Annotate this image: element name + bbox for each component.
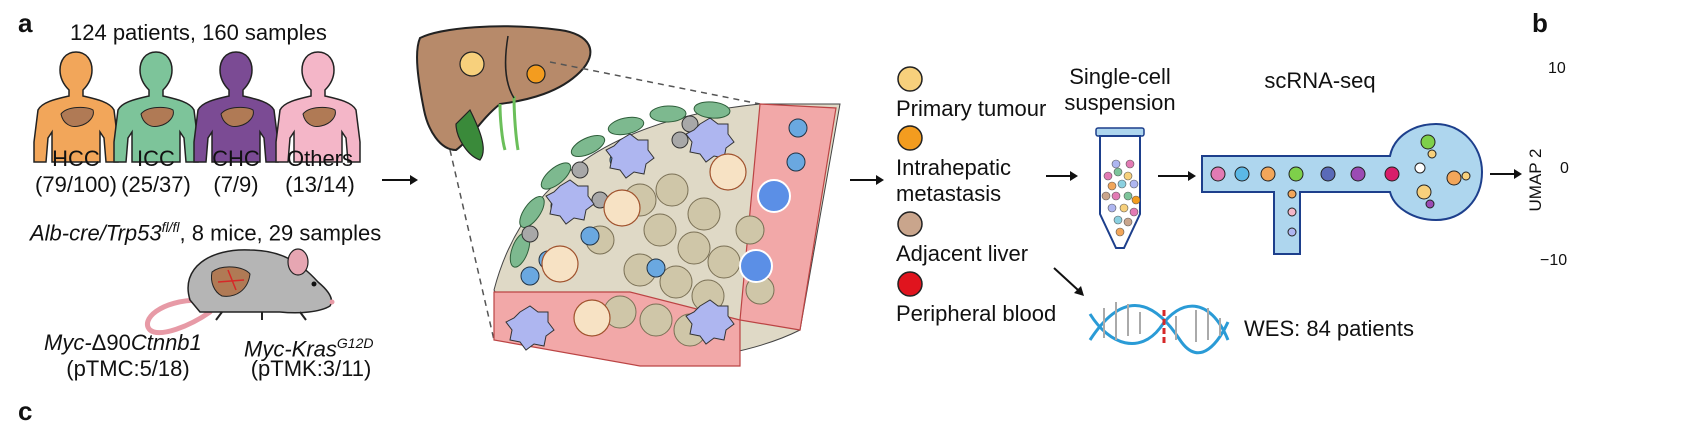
- umap-axis-label: UMAP 2: [1526, 148, 1545, 212]
- mouse-header-rest: , 8 mice, 29 samples: [179, 220, 382, 246]
- mouse-nose: [329, 299, 335, 305]
- suspension-label-line1: Single-cell: [1069, 64, 1171, 89]
- suspension-label-line2: suspension: [1064, 90, 1176, 115]
- cancer-name-icc: ICC: [137, 146, 175, 171]
- cancer-name-others: Others: [286, 146, 354, 171]
- model-pmtk-count: (pTMK:3/11): [250, 356, 372, 381]
- microfluidic-chip-icon: [1201, 122, 1484, 255]
- primary-tumour-icon: [459, 51, 485, 77]
- sample-label-metastasis-line1: Intrahepatic: [896, 155, 1011, 180]
- primary-tumour-dot: [897, 66, 923, 92]
- sample-label-adjacent-liver: Adjacent liver: [896, 241, 1029, 266]
- cancer-count-hcc: (79/100): [35, 172, 117, 197]
- model-pmtc-part-c: Ctnnb1: [130, 330, 202, 355]
- macrophage-cells: [505, 117, 735, 351]
- panel-a-letter: a: [18, 8, 33, 38]
- arrow-to-umap: [1490, 169, 1522, 179]
- umap-tick-bottom: −10: [1540, 252, 1568, 269]
- sample-label-primary-tumour: Primary tumour: [896, 96, 1047, 121]
- dna-icon: [1088, 302, 1230, 355]
- scrna-label: scRNA-seq: [1264, 68, 1376, 93]
- arrow-to-chip: [1158, 171, 1196, 181]
- arrow-to-wes: [1053, 267, 1084, 296]
- arrow-to-tissue: [382, 175, 418, 185]
- cancer-count-icc: (25/37): [121, 172, 191, 197]
- tube-icon: [1095, 127, 1145, 249]
- granulocyte-cells: [541, 153, 747, 337]
- arrow-to-tube: [1046, 171, 1078, 181]
- metastasis-icon: [526, 64, 546, 84]
- model-pmtk-sup: G12D: [336, 335, 374, 351]
- bottom-vessel: [493, 291, 741, 367]
- sample-label-metastasis-line2: metastasis: [896, 181, 1002, 206]
- mouse-genotype-sup: fl/fl: [161, 219, 180, 235]
- model-pmtc-part-b: Δ90: [91, 330, 131, 355]
- model-pmtk-part-a: Myc-Kras: [244, 336, 337, 362]
- mouse-header: Alb-cre/Trp53fl/fl, 8 mice, 29 samples: [30, 214, 381, 246]
- cancer-name-hcc: HCC: [52, 146, 100, 171]
- model-pmtc-count: (pTMC:5/18): [66, 356, 190, 381]
- adjacent-liver-dot: [897, 211, 923, 237]
- cancer-name-chc: CHC: [212, 146, 260, 171]
- wes-label: WES: 84 patients: [1244, 316, 1414, 341]
- model-pmtc-name: Myc-Δ90Ctnnb1: [44, 330, 202, 356]
- cancer-count-others: (13/14): [285, 172, 355, 197]
- panel-c-letter-fragment: c: [18, 396, 33, 426]
- panel-b-letter: b: [1532, 8, 1548, 38]
- mouse-tail: [145, 297, 213, 336]
- umap-tick-mid: 0: [1560, 160, 1569, 177]
- tumour-cells: [585, 173, 775, 347]
- endothelial-cells: [509, 101, 731, 268]
- mouse-ear: [287, 248, 309, 276]
- peripheral-blood-dot: [897, 271, 923, 297]
- umap-tick-top: 10: [1548, 60, 1566, 77]
- cancer-count-chc: (7/9): [213, 172, 259, 197]
- metastasis-dot: [897, 125, 923, 151]
- model-pmtc-part-a: Myc-: [44, 330, 92, 355]
- mouse-genotype: Alb-cre/Trp53: [30, 220, 162, 246]
- mouse-eye: [311, 281, 317, 287]
- patients-header: 124 patients, 160 samples: [70, 20, 327, 45]
- model-pmtk-name: Myc-KrasG12D: [244, 330, 373, 362]
- sample-label-peripheral-blood: Peripheral blood: [896, 301, 1057, 326]
- liver-icon: [416, 25, 592, 161]
- lymphocyte-cells: [739, 179, 791, 283]
